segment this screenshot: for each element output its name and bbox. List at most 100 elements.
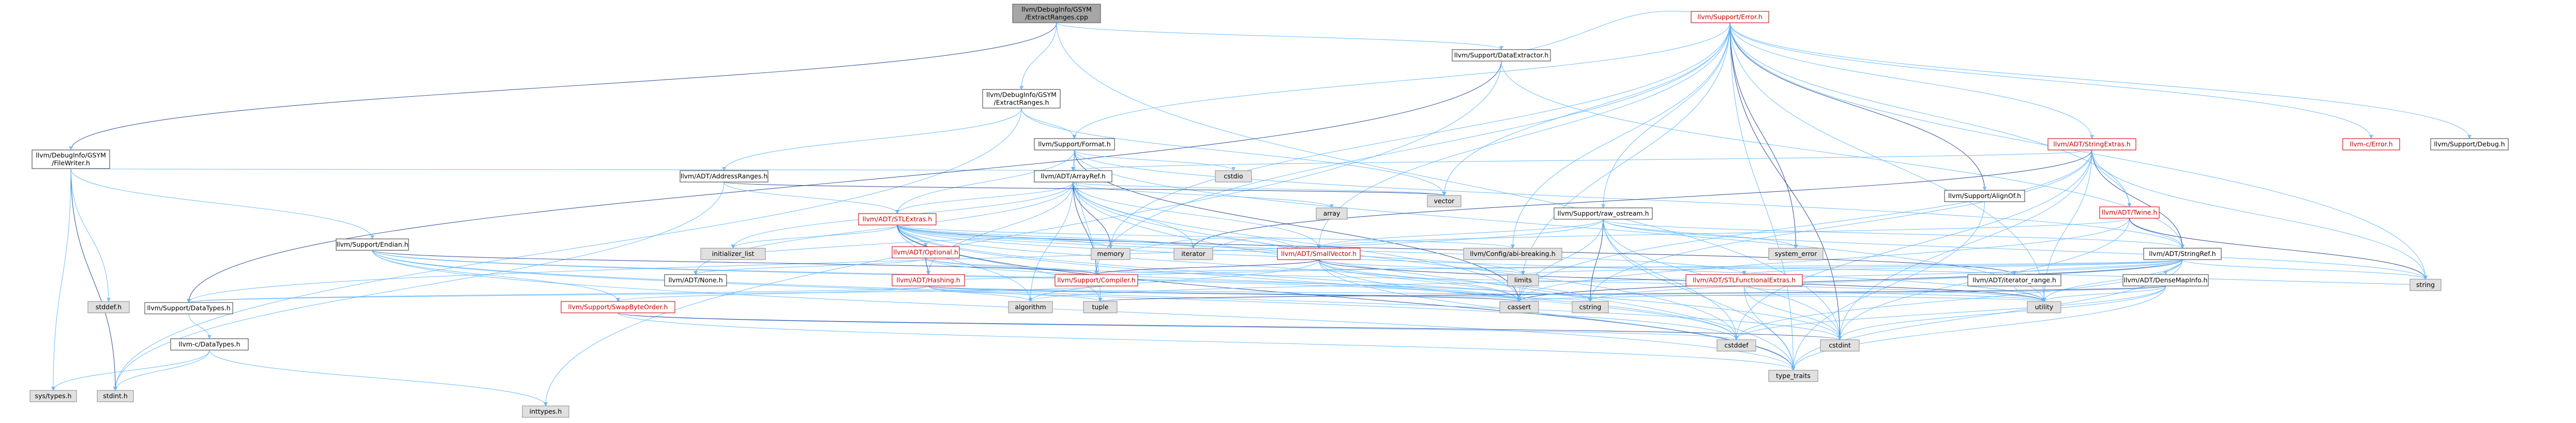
edge-support_error-to-type_traits: [1729, 22, 1796, 371]
edge-adt_densemapinfo-to-utility: [2042, 285, 2166, 302]
edge-support_error-to-support_alignof: [1729, 22, 1987, 191]
node-gsym_filewriter[interactable]: llvm/DebugInfo/GSYM/FileWriter.h: [32, 149, 110, 169]
edge-adt_stlextras-to-initializer_list: [731, 224, 898, 249]
node-support_compiler[interactable]: llvm/Support/Compiler.h: [1054, 274, 1138, 286]
edge-adt_twine-to-adt_smallvector: [1317, 218, 2130, 249]
node-adt_optional[interactable]: llvm/ADT/Optional.h: [892, 246, 960, 259]
node-gsym_extractranges[interactable]: llvm/DebugInfo/GSYM/ExtractRanges.h: [982, 89, 1061, 109]
node-adt_twine[interactable]: llvm/ADT/Twine.h: [2099, 206, 2160, 219]
node-adt_smallvector[interactable]: llvm/ADT/SmallVector.h: [1277, 248, 1361, 260]
node-adt_addressranges[interactable]: llvm/ADT/AddressRanges.h: [680, 170, 769, 183]
node-box-gsym_extractranges: [982, 89, 1061, 109]
edge-support_raw_ostream-to-system_error: [1603, 219, 1798, 249]
node-box-utility: [2027, 301, 2061, 313]
node-cstddef: cstddef: [1716, 339, 1756, 352]
node-config_abi_breaking: llvm/Config/abi-breaking.h: [1463, 248, 1562, 260]
node-box-support_debug: [2430, 138, 2509, 150]
node-box-adt_stlextras: [858, 213, 937, 225]
edge-gsym_extractranges-to-stdint: [113, 108, 1022, 391]
edge-adt_stringextras-to-cstdint: [1837, 149, 2092, 340]
edge-llvmc_datatypes-to-sys_types: [51, 350, 210, 391]
edge-adt_stringref-to-adt_stlfunctionalextras: [1742, 259, 2183, 275]
node-box-iterator: [1173, 248, 1213, 260]
edge-adt_stringextras-to-adt_stringref: [2091, 149, 2185, 249]
node-initializer_list: initializer_list: [700, 248, 766, 260]
node-adt_densemapinfo[interactable]: llvm/ADT/DenseMapInfo.h: [2122, 274, 2209, 286]
node-box-support_format: [1034, 138, 1115, 150]
node-support_alignof[interactable]: llvm/Support/AlignOf.h: [1944, 190, 2025, 202]
node-cstring: cstring: [1572, 301, 1609, 313]
edge-support_endian-to-cstring: [372, 250, 1592, 302]
node-box-adt_densemapinfo: [2122, 274, 2209, 286]
edge-support_datatypes-to-llvmc_datatypes: [188, 313, 212, 339]
node-label-limits: limits: [1514, 276, 1532, 284]
edge-adt_stringextras-to-string: [2091, 149, 2428, 280]
node-label-support_endian: llvm/Support/Endian.h: [336, 240, 408, 248]
edge-gsym_extractranges-to-vector: [1021, 108, 1447, 196]
node-adt_stlfunctionalextras[interactable]: llvm/ADT/STLFunctionalExtras.h: [1685, 274, 1803, 286]
node-stdint: stdint.h: [97, 390, 134, 402]
node-box-adt_optional: [892, 246, 960, 259]
node-support_swapbyteorder[interactable]: llvm/Support/SwapByteOrder.h: [561, 301, 675, 313]
edge-support_raw_ostream-to-string: [1603, 219, 2428, 280]
node-llvmc_datatypes[interactable]: llvm-c/DataTypes.h: [170, 338, 249, 351]
node-adt_iterator_range[interactable]: llvm/ADT/iterator_range.h: [1967, 274, 2061, 286]
node-label-adt_optional: llvm/ADT/Optional.h: [893, 248, 958, 256]
node-adt_none[interactable]: llvm/ADT/None.h: [664, 274, 727, 286]
edge-adt_smallvector-to-memory: [1110, 238, 1319, 255]
node-box-adt_addressranges: [680, 170, 769, 183]
edge-support_error-to-adt_stringextras: [1729, 22, 2094, 139]
edge-gsym_filewriter-to-sys_types: [51, 168, 71, 391]
node-algorithm: algorithm: [1008, 301, 1053, 313]
edge-support_error-to-string: [1729, 22, 2428, 280]
edge-adt_stringref-to-cassert: [1517, 259, 2183, 302]
edge-adt_hashing-to-algorithm: [928, 285, 1033, 302]
node-support_endian[interactable]: llvm/Support/Endian.h: [336, 238, 409, 251]
node-root[interactable]: llvm/DebugInfo/GSYM/ExtractRanges.cpp: [1012, 4, 1101, 23]
edge-gsym_filewriter-to-stddef: [70, 168, 111, 302]
node-support_raw_ostream[interactable]: llvm/Support/raw_ostream.h: [1554, 207, 1653, 220]
edge-llvmc_datatypes-to-stdint: [113, 350, 210, 391]
node-box-cstdio: [1215, 170, 1252, 183]
edge-adt_addressranges-to-stdint: [113, 182, 725, 391]
edge-adt_densemapinfo-to-type_traits: [1791, 285, 2166, 371]
edge-adt_arrayref-to-adt_none: [694, 182, 1074, 275]
edge-adt_hashing-to-utility: [928, 285, 2046, 302]
node-adt_hashing[interactable]: llvm/ADT/Hashing.h: [892, 274, 965, 286]
node-label-stddef: stddef.h: [96, 303, 122, 311]
node-box-inttypes: [522, 405, 569, 418]
node-adt_stringref[interactable]: llvm/ADT/StringRef.h: [2143, 248, 2222, 260]
node-support_debug[interactable]: llvm/Support/Debug.h: [2430, 138, 2509, 150]
node-support_dataextractor[interactable]: llvm/Support/DataExtractor.h: [1452, 49, 1551, 62]
node-label-system_error: system_error: [1775, 250, 1818, 258]
node-support_error[interactable]: llvm/Support/Error.h: [1691, 11, 1769, 23]
edge-support_error-to-system_error: [1729, 22, 1798, 249]
edge-support_error-to-cstdint: [1729, 22, 1842, 340]
node-label-root: llvm/DebugInfo/GSYM: [1021, 6, 1092, 13]
edge-adt_stringref-to-utility: [2042, 259, 2183, 302]
edge-support_raw_ostream-to-adt_stringref: [1603, 219, 2185, 249]
edge-adt_stlextras-to-iterator: [897, 224, 1196, 249]
node-adt_stringextras[interactable]: llvm/ADT/StringExtras.h: [2047, 138, 2136, 150]
edge-support_raw_ostream-to-cassert: [1517, 219, 1604, 302]
edge-adt_optional-to-cassert: [925, 258, 1522, 302]
node-llvmc_error[interactable]: llvm-c/Error.h: [2342, 138, 2400, 150]
node-label-support_error: llvm/Support/Error.h: [1697, 13, 1762, 21]
node-support_datatypes[interactable]: llvm/Support/DataTypes.h: [144, 302, 233, 314]
node-box-algorithm: [1008, 301, 1053, 313]
node-adt_stlextras[interactable]: llvm/ADT/STLExtras.h: [858, 213, 937, 225]
edge-support_endian-to-type_traits: [372, 250, 1796, 371]
edge-adt_arrayref-to-array: [1073, 182, 1334, 208]
node-box-adt_stlfunctionalextras: [1685, 274, 1803, 286]
node-box-adt_twine: [2099, 206, 2160, 219]
node-label-sys_types: sys/types.h: [35, 392, 72, 400]
node-support_format[interactable]: llvm/Support/Format.h: [1034, 138, 1115, 150]
edge-adt_optional-to-utility: [925, 258, 2046, 302]
node-adt_arrayref[interactable]: llvm/ADT/ArrayRef.h: [1034, 170, 1112, 183]
edge-support_format-to-adt_stringref: [1074, 149, 2185, 249]
edge-adt_smallvector-to-initializer_list: [732, 238, 1319, 256]
node-label-support_format: llvm/Support/Format.h: [1038, 140, 1110, 148]
node-label-gsym_extractranges: llvm/DebugInfo/GSYM: [986, 91, 1057, 99]
node-label-cstddef: cstddef: [1724, 341, 1749, 349]
